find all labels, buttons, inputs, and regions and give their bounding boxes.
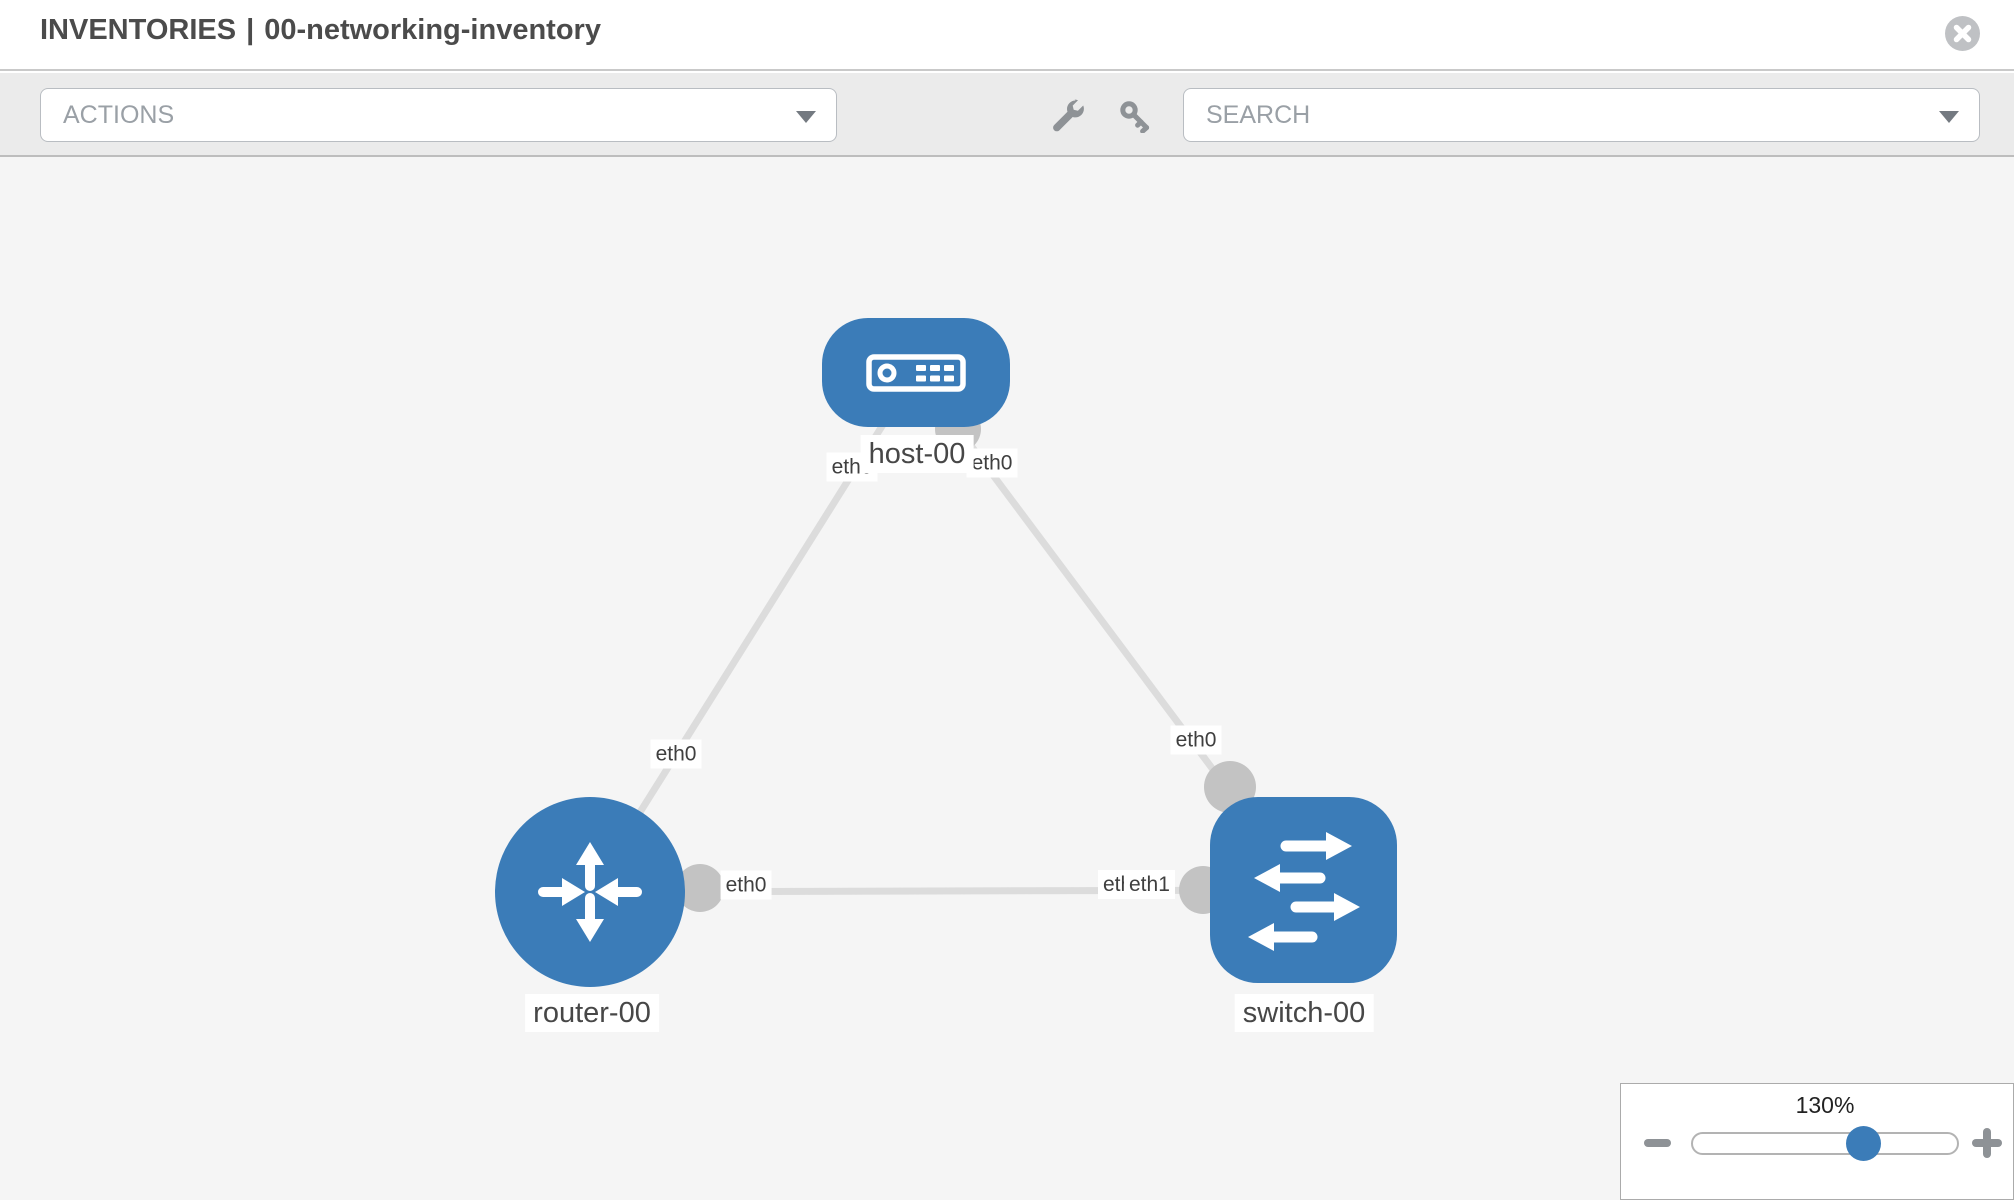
search-dropdown[interactable]: SEARCH [1183, 88, 1980, 142]
node-label-host-00: host-00 [860, 435, 974, 473]
toolbar: ACTIONS SEARCH [0, 73, 2014, 157]
actions-dropdown-label: ACTIONS [63, 101, 175, 129]
credentials-button[interactable] [1118, 99, 1152, 134]
node-label-switch-00: switch-00 [1234, 994, 1374, 1032]
zoom-slider[interactable] [1691, 1132, 1959, 1155]
interface-label: eth1 [1124, 870, 1175, 899]
switch-icon [1247, 832, 1360, 951]
breadcrumb-name: 00-networking-inventory [264, 14, 601, 46]
zoom-out-button minus-icon[interactable] [1644, 1139, 1671, 1147]
chevron-down-icon [796, 111, 816, 123]
interface-label: eth0 [1170, 725, 1222, 755]
close-button[interactable] [1945, 16, 1980, 51]
node-router-00[interactable] [495, 797, 685, 987]
search-dropdown-label: SEARCH [1206, 101, 1311, 129]
breadcrumb-section: INVENTORIES [40, 14, 237, 46]
zoom-slider-thumb[interactable] [1846, 1126, 1881, 1161]
page-title: INVENTORIES | 00-networking-inventory [40, 14, 601, 47]
node-switch-00[interactable] [1210, 797, 1397, 983]
zoom-level: 130% [1795, 1092, 1855, 1118]
close-icon [1953, 24, 1972, 43]
interface-label: eth0 [966, 448, 1018, 478]
zoom-panel: 130% [1620, 1083, 2014, 1200]
header: INVENTORIES | 00-networking-inventory [0, 0, 2014, 71]
key-icon [1120, 101, 1150, 134]
zoom-in-button plus-icon[interactable] [1972, 1128, 2002, 1158]
breadcrumb-separator: | [246, 14, 255, 46]
host-icon [866, 353, 966, 392]
router-icon [538, 842, 642, 942]
actions-dropdown[interactable]: ACTIONS [40, 88, 837, 142]
interface-label: eth0 [650, 739, 702, 769]
node-host-00[interactable] [822, 318, 1010, 427]
wrench-icon [1053, 99, 1084, 132]
chevron-down-icon [1939, 111, 1959, 123]
topology-canvas[interactable]: eth0 eth0 eth0 eth0 eth0 eth0 eth1 host-… [0, 157, 2014, 1200]
links-layer [587, 369, 1306, 896]
node-label-router-00: router-00 [525, 994, 659, 1032]
tools-button[interactable] [1050, 99, 1084, 133]
interface-label: eth0 [720, 870, 772, 900]
